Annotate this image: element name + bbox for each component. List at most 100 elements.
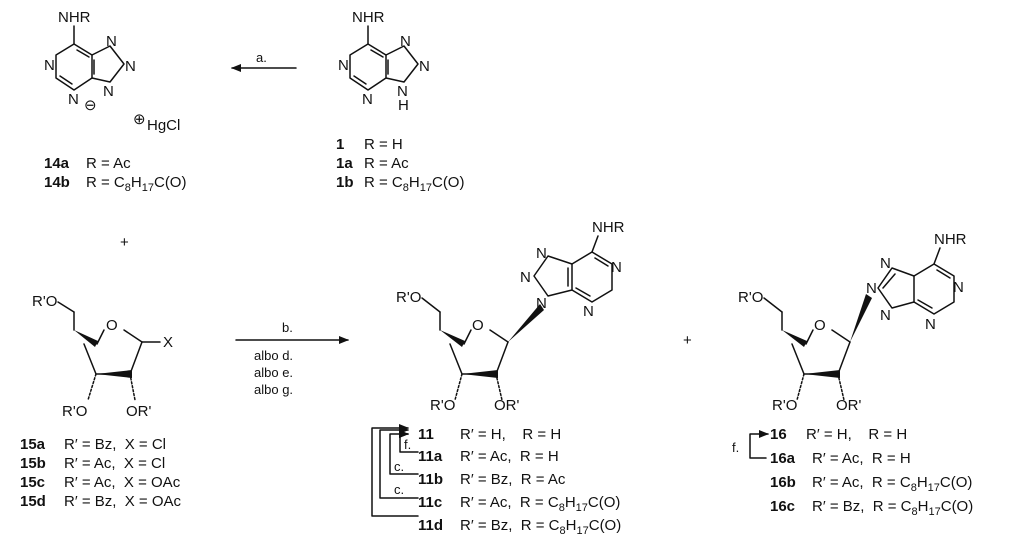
compound-definition: R = C8H17C(O)	[86, 174, 186, 194]
compound-definition: R′ = Ac, R = C8H17C(O)	[460, 494, 620, 514]
compound-definition: R′ = Ac, R = H	[460, 448, 559, 465]
arrow-label-c: c.	[394, 459, 404, 474]
conversion-arrow-f	[749, 430, 769, 459]
compound-definition: R′ = Bz, X = Cl	[64, 436, 166, 453]
compound-definition: R′ = H, R = H	[460, 426, 561, 443]
atom-ro: R'O	[772, 397, 797, 414]
compound-definition: R′ = Bz, R = Ac	[460, 471, 566, 488]
compound-id: 1	[336, 136, 344, 153]
atom-or: OR'	[494, 397, 520, 414]
compound-definition: R′ = Ac, X = OAc	[64, 474, 181, 491]
compound-definition: R′ = Ac, X = Cl	[64, 455, 165, 472]
atom-n: N	[611, 259, 622, 276]
atom-nhr: NHR	[934, 231, 967, 248]
atom-o: O	[106, 317, 118, 334]
compound-definition: R′ = Bz, X = OAc	[64, 493, 182, 510]
atom-nhr: NHR	[58, 9, 91, 26]
compound-definition: R′ = Ac, R = H	[812, 450, 911, 467]
atom-o: O	[814, 317, 826, 334]
compound-id: 1b	[336, 174, 354, 191]
compound-id: 11d	[418, 517, 443, 534]
compound-id: 15a	[20, 436, 46, 453]
arrow-label-c: c.	[394, 482, 404, 497]
plus-charge-icon: ⊕	[133, 111, 146, 128]
legend-compound-16: f. 16 R′ = H, R = H 16a R′ = Ac, R = H 1…	[732, 426, 973, 518]
atom-ro: R'O	[62, 403, 87, 420]
compound-definition: R′ = Ac, R = C8H17C(O)	[812, 474, 972, 494]
compound-id: 11b	[418, 471, 443, 488]
compound-id: 15c	[20, 474, 45, 491]
arrow-label-albo-d: albo d.	[254, 348, 293, 363]
compound-definition: R = C8H17C(O)	[364, 174, 464, 194]
atom-h: H	[398, 97, 409, 114]
atom-n: N	[44, 57, 55, 74]
arrow-label-albo-g: albo g.	[254, 382, 293, 397]
atom-x: X	[163, 334, 173, 351]
legend-compound-14: 14a R = Ac 14b R = C8H17C(O)	[44, 155, 186, 194]
compound-id: 16	[770, 426, 787, 443]
atom-n: N	[536, 245, 547, 262]
compound-id: 16a	[770, 450, 796, 467]
atom-nhr: NHR	[352, 9, 385, 26]
atom-n: N	[419, 58, 430, 75]
atom-n: N	[880, 307, 891, 324]
arrow-label-f: f.	[732, 440, 739, 455]
atom-o: O	[472, 317, 484, 334]
atom-n: N	[925, 316, 936, 333]
atom-n: N	[520, 269, 531, 286]
structure-compound-1: NHR N N N N N H	[338, 9, 430, 114]
compound-definition: R = Ac	[86, 155, 131, 172]
compound-id: 11a	[418, 448, 443, 465]
atom-n: N	[880, 255, 891, 272]
conversion-arrow-c	[379, 426, 419, 499]
compound-definition: R = H	[364, 136, 403, 153]
arrow-label-f: f.	[404, 437, 411, 452]
atom-n: N	[68, 91, 79, 108]
atom-n: N	[362, 91, 373, 108]
compound-id: 15b	[20, 455, 46, 472]
atom-n: N	[103, 83, 114, 100]
atom-ro: R'O	[32, 293, 57, 310]
compound-id: 16c	[770, 498, 795, 515]
atom-nhr: NHR	[592, 219, 625, 236]
atom-or: OR'	[126, 403, 152, 420]
atom-n: N	[953, 279, 964, 296]
atom-ro: R'O	[396, 289, 421, 306]
compound-id: 1a	[336, 155, 353, 172]
compound-id: 15d	[20, 493, 46, 510]
atom-ro: R'O	[430, 397, 455, 414]
structure-compound-14: NHR N N N N N ⊖ ⊕ HgCl	[44, 9, 180, 134]
compound-id: 14b	[44, 174, 70, 191]
structure-compound-11: NHR N N N N N R'O O R'O OR'	[396, 219, 625, 414]
plus-sign: +	[683, 332, 692, 349]
atom-n: N	[536, 295, 547, 312]
conversion-arrow-c	[389, 430, 419, 475]
structure-compound-16: NHR N N N N N R'O O R'O OR'	[738, 231, 967, 414]
minus-charge-icon: ⊖	[84, 97, 97, 114]
atom-n: N	[583, 303, 594, 320]
compound-definition: R′ = H, R = H	[806, 426, 907, 443]
plus-sign: +	[120, 234, 129, 251]
structure-compound-15: R'O O X R'O OR'	[32, 293, 173, 420]
atom-n: N	[397, 83, 408, 100]
atom-n: N	[866, 280, 877, 297]
compound-id: 11c	[418, 494, 442, 511]
atom-ro: R'O	[738, 289, 763, 306]
atom-n: N	[400, 33, 411, 50]
compound-id: 14a	[44, 155, 70, 172]
compound-definition: R′ = Bz, R = C8H17C(O)	[460, 517, 621, 537]
compound-id: 11	[418, 426, 434, 443]
compound-id: 16b	[770, 474, 796, 491]
atom-or: OR'	[836, 397, 862, 414]
arrow-label-a: a.	[256, 50, 267, 65]
compound-definition: R = Ac	[364, 155, 409, 172]
legend-compound-11: f. c. c. 11 R′ = H, R = H 11a R′ = Ac, R…	[371, 424, 621, 537]
atom-n: N	[125, 58, 136, 75]
arrow-label-b: b.	[282, 320, 293, 335]
legend-compound-15: 15a R′ = Bz, X = Cl 15b R′ = Ac, X = Cl …	[20, 436, 182, 510]
arrow-label-albo-e: albo e.	[254, 365, 293, 380]
atom-n: N	[106, 33, 117, 50]
atom-hgcl: HgCl	[147, 117, 180, 134]
legend-compound-1: 1 R = H 1a R = Ac 1b R = C8H17C(O)	[336, 136, 464, 194]
